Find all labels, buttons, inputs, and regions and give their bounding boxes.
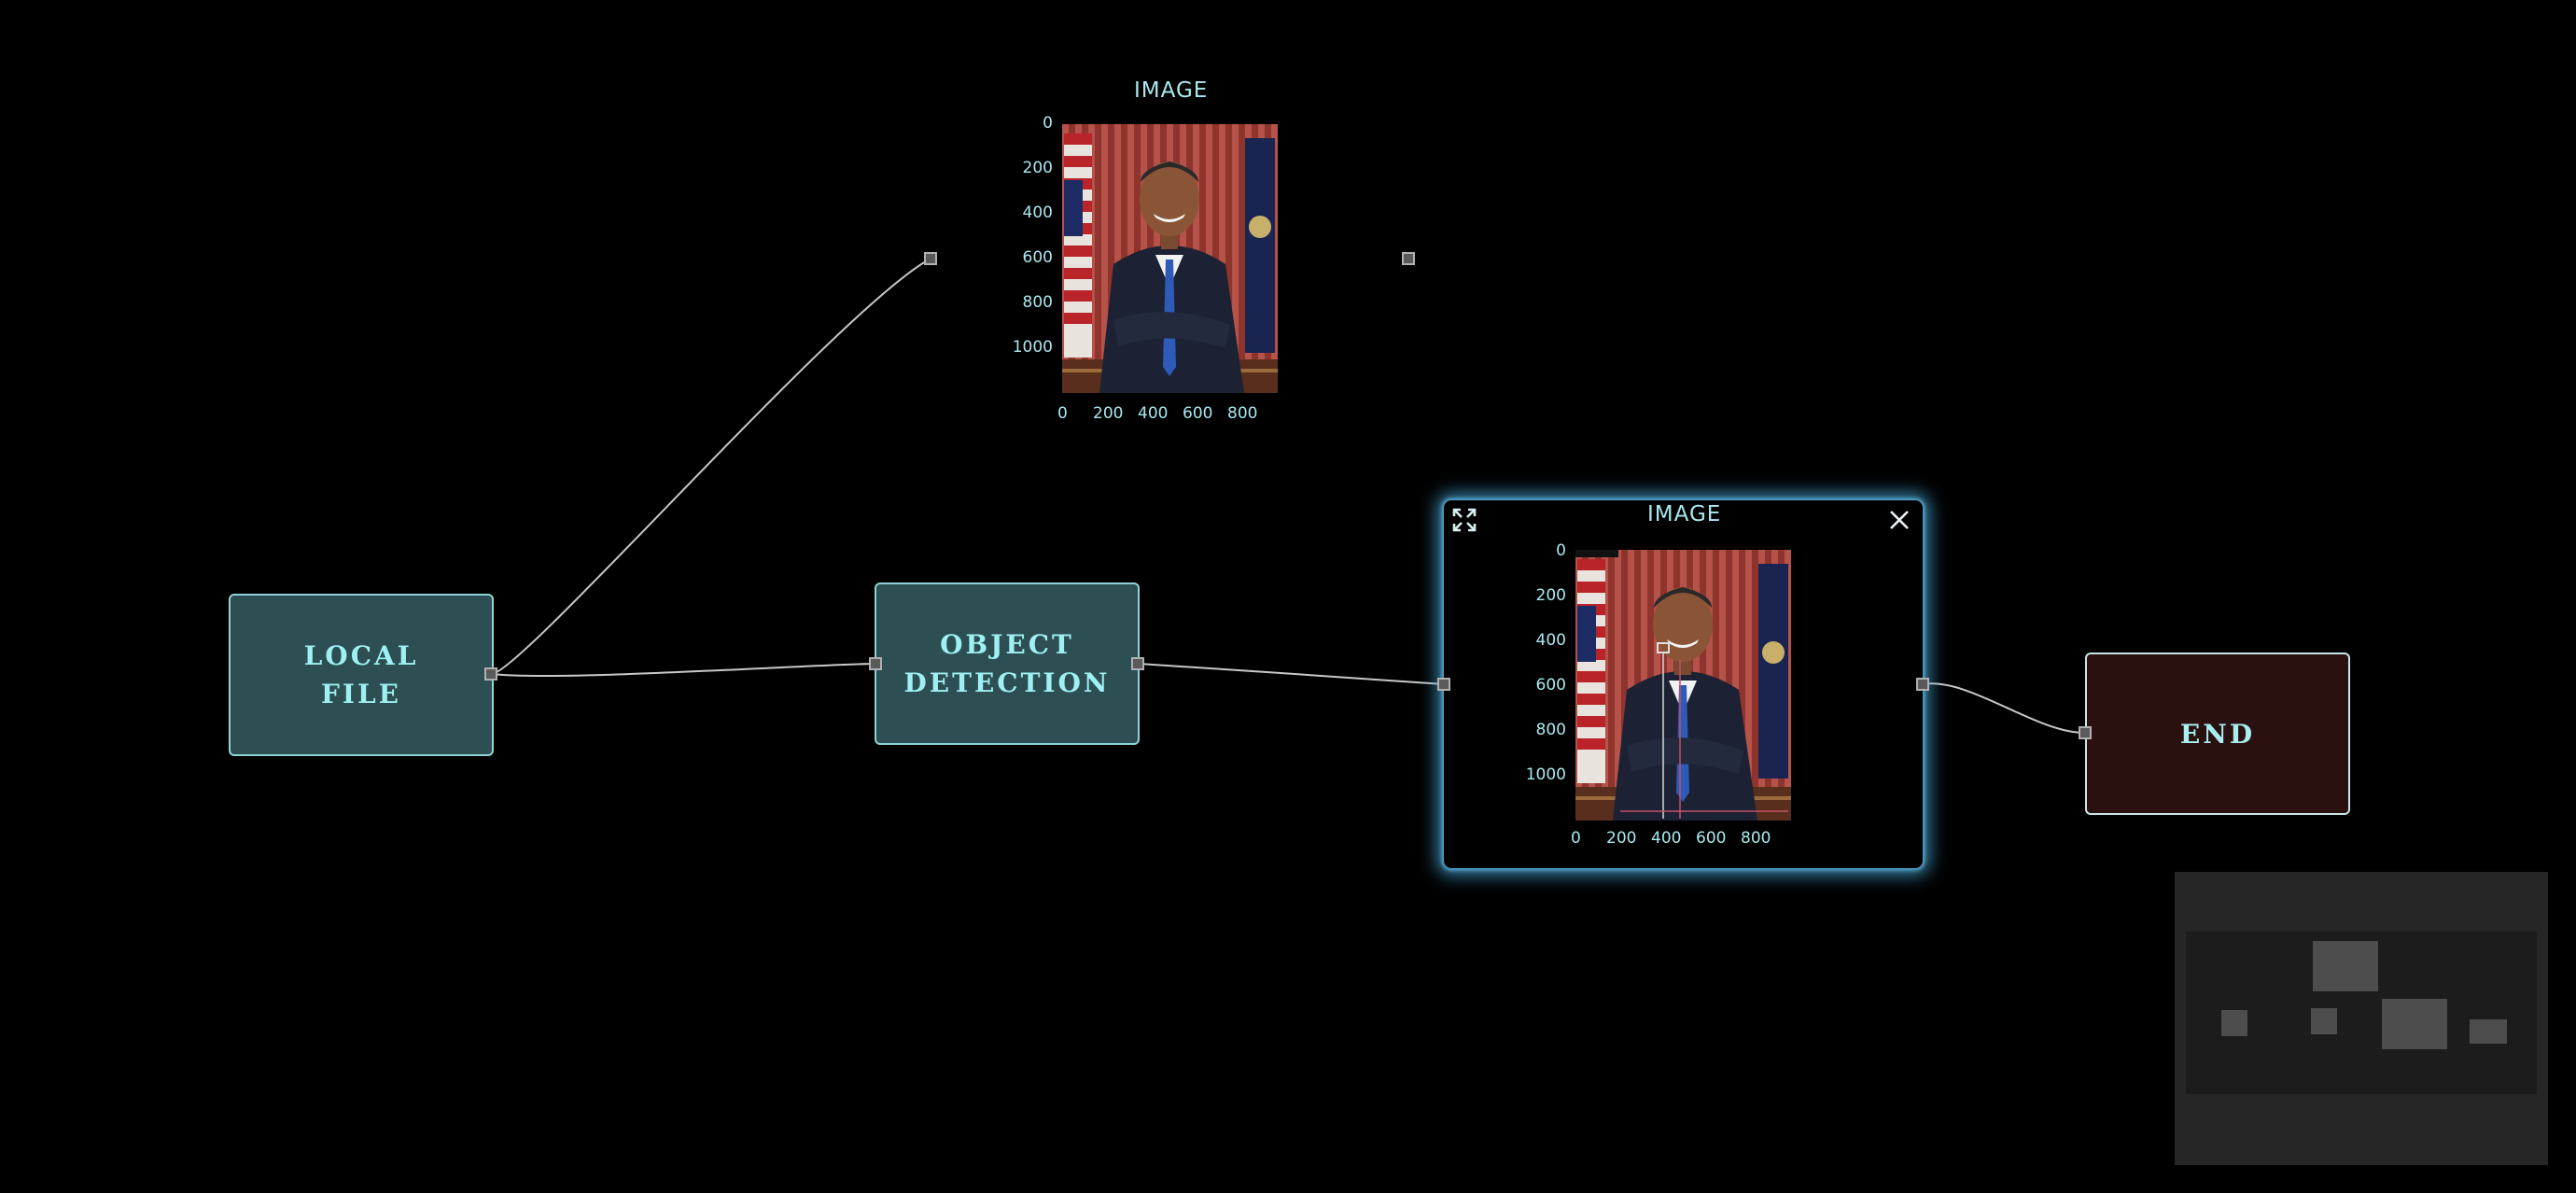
minimap-node (2221, 1010, 2247, 1036)
minimap-node (2311, 1008, 2337, 1034)
local-file-node[interactable]: LOCAL FILE (229, 594, 494, 756)
image-viewer-x-tick: 600 (1696, 829, 1727, 848)
end-node-label: END (2179, 718, 2256, 750)
image-viewer-y-tick: 400 (1535, 631, 1566, 650)
image-viewer-x-tick: 0 (1571, 829, 1581, 848)
local-file-label-line2: FILE (320, 679, 401, 709)
image-preview-y-tick: 800 (1022, 293, 1053, 312)
edge-image-viewer-to-end (1922, 682, 2086, 734)
image-viewer-x-tick: 400 (1651, 829, 1682, 848)
image-preview-y-tick: 1000 (1012, 338, 1053, 357)
image-viewer-title: IMAGE (1647, 502, 1722, 526)
edge-localfile-to-object-detection (491, 663, 876, 678)
image-preview-y-tick: 600 (1022, 248, 1053, 267)
edge-localfile-to-image-preview (491, 258, 931, 675)
object-detection-label-line2: DETECTION (903, 667, 1111, 698)
image-viewer-y-tick: 1000 (1525, 765, 1566, 784)
minimap[interactable] (2175, 872, 2548, 1165)
image-viewer-y-tick: 200 (1535, 586, 1566, 605)
image-viewer-y-tick: 800 (1535, 721, 1566, 739)
image-preview-title: IMAGE (1134, 78, 1209, 103)
image-viewer-input-port[interactable] (1437, 678, 1450, 691)
image-preview-output-port[interactable] (1402, 252, 1415, 265)
local-file-label-line1: LOCAL (303, 640, 419, 671)
image-preview-y-tick: 400 (1022, 204, 1053, 222)
object-detection-label-line1: OBJECT (940, 629, 1074, 660)
expand-icon[interactable] (1450, 506, 1478, 534)
minimap-node (2313, 941, 2378, 991)
image-viewer-node[interactable]: IMAGE 0 200 400 600 800 1000 (1444, 500, 1923, 868)
end-node[interactable]: END (2085, 653, 2350, 815)
image-preview-photo (1062, 124, 1278, 393)
image-preview-y-tick: 0 (1043, 114, 1053, 133)
image-viewer-y-tick: 0 (1556, 541, 1566, 560)
minimap-node (2382, 999, 2447, 1049)
image-viewer-photo (1575, 550, 1791, 821)
local-file-output-port[interactable] (484, 667, 497, 681)
image-viewer-x-tick: 800 (1741, 829, 1771, 848)
image-viewer-x-tick: 200 (1606, 829, 1637, 848)
edge-object-detection-to-image-viewer (1138, 663, 1445, 685)
image-viewer-output-port[interactable] (1916, 678, 1929, 691)
image-preview-input-port[interactable] (924, 252, 937, 265)
image-viewer-y-tick: 600 (1535, 676, 1566, 695)
image-preview-x-tick: 200 (1093, 404, 1124, 423)
image-preview-y-tick: 200 (1022, 159, 1053, 177)
image-preview-x-tick: 800 (1227, 404, 1258, 423)
image-preview-x-tick: 600 (1183, 404, 1213, 423)
image-preview-x-tick: 400 (1138, 404, 1169, 423)
minimap-node (2470, 1019, 2507, 1044)
end-input-port[interactable] (2079, 726, 2092, 739)
close-icon[interactable] (1885, 506, 1913, 534)
object-detection-node[interactable]: OBJECT DETECTION (875, 582, 1140, 745)
image-preview-x-tick: 0 (1057, 404, 1068, 423)
object-detection-input-port[interactable] (869, 657, 882, 670)
object-detection-output-port[interactable] (1131, 657, 1144, 670)
